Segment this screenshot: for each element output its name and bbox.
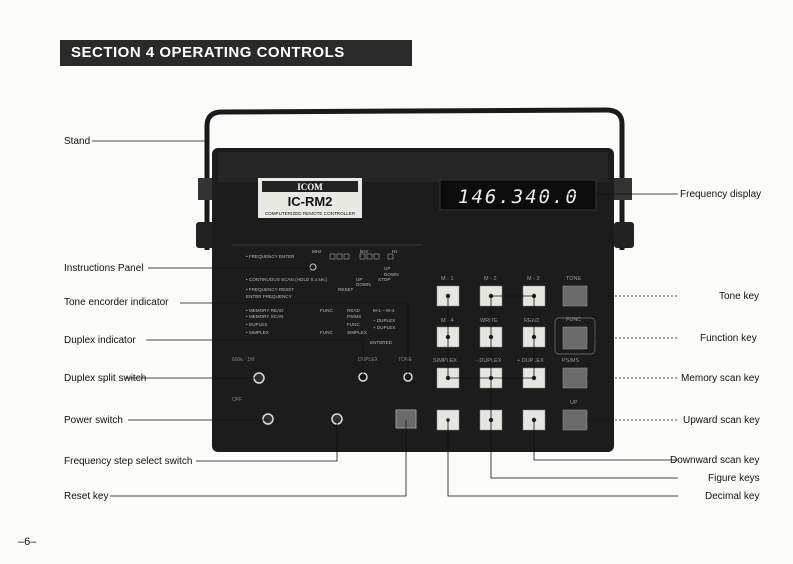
svg-text:UP: UP — [384, 266, 390, 271]
label-duplex-indicator: Duplex indicator — [64, 335, 136, 346]
model-label: IC-RM2 — [288, 194, 333, 209]
svg-text:• MEMORY READ: • MEMORY READ — [246, 308, 284, 313]
key-tone — [563, 286, 587, 306]
power-switch-label: OFF — [232, 397, 242, 403]
svg-text:• FREQUENCY RESET: • FREQUENCY RESET — [246, 287, 294, 292]
svg-text:SIMPLEX: SIMPLEX — [433, 358, 457, 364]
svg-text:• CONTINUOUS SCAN (HOLD 0.4 s: • CONTINUOUS SCAN (HOLD 0.4 sec) — [246, 277, 327, 282]
svg-text:FUNC: FUNC — [566, 317, 581, 323]
svg-text:M - 1: M - 1 — [441, 276, 454, 282]
svg-text:• SIMPLEX: • SIMPLEX — [246, 330, 269, 335]
svg-text:TONE: TONE — [566, 276, 582, 282]
page-number: –6– — [18, 536, 36, 548]
svg-text:PS/MS: PS/MS — [562, 358, 579, 364]
key-ps-ms — [563, 368, 587, 388]
svg-text:kHz: kHz — [360, 249, 369, 254]
label-frequency-display: Frequency display — [680, 189, 761, 200]
split-switch-label: 600k · 1M — [232, 357, 254, 363]
power-switch — [263, 414, 273, 424]
svg-text:- DUPLEX: - DUPLEX — [476, 358, 502, 364]
svg-text:M - 4: M - 4 — [441, 318, 454, 324]
tone-indicator-label: TONE — [398, 357, 412, 363]
label-memory-scan-key: Memory scan key — [681, 373, 759, 384]
svg-text:Hz: Hz — [392, 249, 398, 254]
stand-knob-right — [614, 222, 634, 248]
svg-text:+ DUPLEX: + DUPLEX — [517, 358, 544, 364]
svg-text:UP: UP — [570, 400, 578, 406]
svg-text:FUNC: FUNC — [320, 330, 333, 335]
svg-text:M-1 ~ M-4: M-1 ~ M-4 — [373, 308, 395, 313]
label-downward-scan-key: Downward scan key — [670, 455, 759, 466]
label-function-key: Function key — [700, 333, 757, 344]
brand-logo: ICOM — [297, 182, 323, 192]
svg-text:STOP: STOP — [378, 277, 390, 282]
label-tone-indicator: Tone encorder indicator — [64, 297, 169, 308]
svg-text:RESET: RESET — [338, 287, 354, 292]
label-freq-step-switch: Frequency step select switch — [64, 456, 192, 467]
svg-text:– DUPLEX: – DUPLEX — [373, 318, 395, 323]
label-figure-keys: Figure keys — [708, 473, 760, 484]
svg-text:ENTER FREQUENCY: ENTER FREQUENCY — [246, 294, 292, 299]
label-reset-key: Reset key — [64, 491, 108, 502]
svg-text:ENTERED: ENTERED — [370, 340, 393, 345]
svg-text:PS/MS: PS/MS — [347, 314, 361, 319]
svg-text:FUNC: FUNC — [347, 322, 360, 327]
label-upward-scan-key: Upward scan key — [683, 415, 760, 426]
svg-text:SIMPLEX: SIMPLEX — [347, 330, 367, 335]
svg-text:MHz: MHz — [312, 249, 322, 254]
duplex-indicator-label: DUPLEX — [358, 357, 379, 363]
label-power-switch: Power switch — [64, 415, 123, 426]
key-up — [563, 410, 587, 430]
svg-text:+ DUPLEX: + DUPLEX — [373, 325, 395, 330]
key-func — [563, 327, 587, 349]
device-top-strip — [218, 152, 608, 182]
svg-text:• DUPLEX: • DUPLEX — [246, 322, 267, 327]
svg-text:FUNC: FUNC — [320, 308, 333, 313]
label-tone-key: Tone key — [719, 291, 759, 302]
svg-text:DOWN: DOWN — [356, 282, 371, 287]
frequency-display-value: 146.340.0 — [458, 186, 579, 208]
label-stand: Stand — [64, 136, 90, 147]
svg-text:M - 2: M - 2 — [484, 276, 497, 282]
stand-hinge-right — [614, 178, 632, 200]
svg-text:READ: READ — [347, 308, 360, 313]
svg-text:M - 3: M - 3 — [527, 276, 540, 282]
svg-text:WRITE: WRITE — [480, 318, 498, 324]
svg-text:• MEMORY SCAN: • MEMORY SCAN — [246, 314, 283, 319]
svg-text:READ: READ — [524, 318, 539, 324]
label-decimal-key: Decimal key — [705, 491, 759, 502]
model-subtitle: COMPUTERIZED REMOTE CONTROLLER — [265, 211, 356, 216]
label-instructions-panel: Instructions Panel — [64, 263, 144, 274]
label-duplex-split-switch: Duplex split switch — [64, 373, 146, 384]
svg-text:• FREQUENCY ENTER: • FREQUENCY ENTER — [246, 254, 295, 259]
